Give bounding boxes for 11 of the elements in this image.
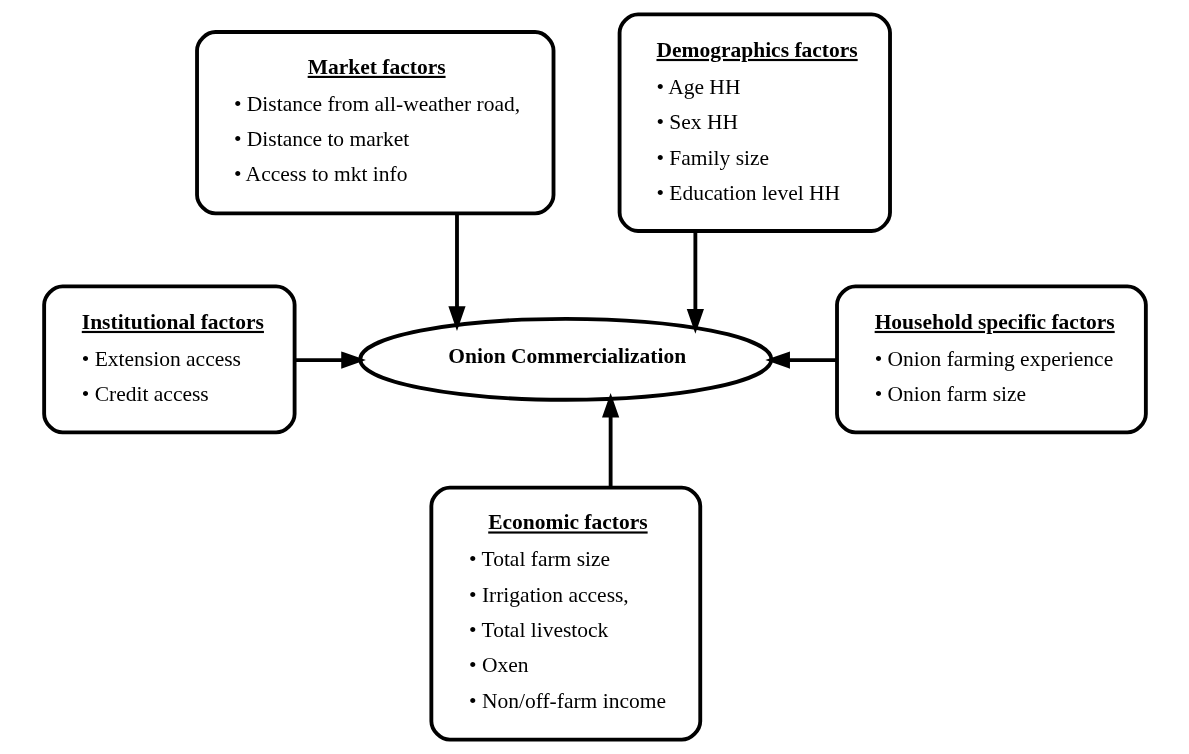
node-box: Household specific factors • Onion farming experience • Onion farm size — [834, 284, 1148, 435]
arrow — [764, 351, 837, 369]
arrow — [601, 392, 619, 488]
node-box: Institutional factors • Extension access • Credit access — [41, 284, 297, 435]
node-ellipse: Onion Commercialization — [357, 316, 773, 402]
node-box: Economic factors • Total farm size • Irrigation access, • Total livestock • Oxen • Non/off-farm income — [428, 485, 702, 742]
node-box: Demographics factors • Age HH • Sex HH • Family size • Education level HH — [617, 12, 892, 233]
node-box: Market factors • Distance from all-weather road, • Distance to market • Access to mkt info — [194, 30, 555, 216]
arrow — [447, 213, 466, 331]
arrow — [686, 231, 704, 334]
arrow — [294, 351, 366, 369]
